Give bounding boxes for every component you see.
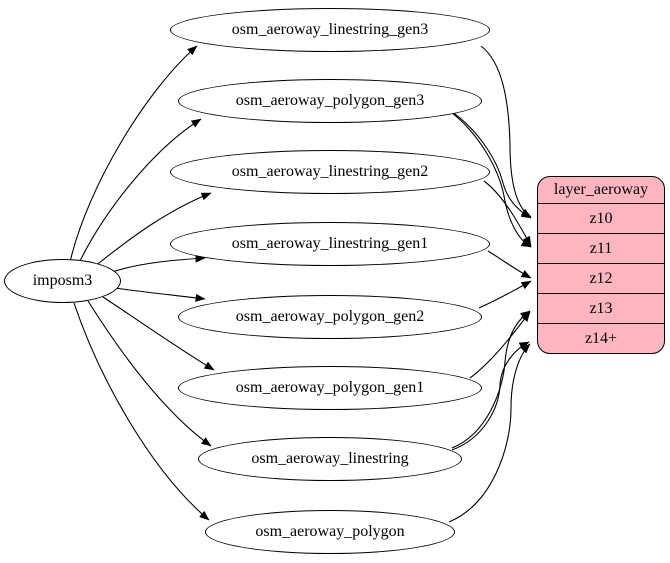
- node-osm-aeroway-polygon-gen2: osm_aeroway_polygon_gen2: [178, 295, 482, 339]
- node-osm-aeroway-linestring-gen1: osm_aeroway_linestring_gen1: [170, 222, 490, 266]
- node-osm-aeroway-polygon-gen1: osm_aeroway_polygon_gen1: [178, 366, 482, 410]
- layer-row-z14plus: z14+: [538, 323, 664, 353]
- layer-row-z13: z13: [538, 293, 664, 323]
- table-label: osm_aeroway_polygon: [255, 523, 405, 540]
- table-label: osm_aeroway_polygon_gen3: [235, 92, 425, 109]
- edge-osm_aeroway_polygon_gen3-to-layer_aeroway:z10: [451, 111, 532, 219]
- edge-imposm3-to-osm_aeroway_polygon: [73, 302, 210, 521]
- edge-imposm3-to-osm_aeroway_linestring: [87, 300, 212, 447]
- table-label: osm_aeroway_linestring: [251, 450, 409, 467]
- node-osm-aeroway-linestring: osm_aeroway_linestring: [198, 437, 462, 481]
- node-osm-aeroway-polygon: osm_aeroway_polygon: [205, 510, 455, 554]
- edge-osm_aeroway_linestring_gen2-to-layer_aeroway:z11: [483, 180, 532, 247]
- edge-imposm3-to-osm_aeroway_linestring_gen2: [93, 192, 212, 268]
- edge-osm_aeroway_polygon-to-layer_aeroway:z14+: [448, 343, 531, 523]
- node-osm-aeroway-polygon-gen3: osm_aeroway_polygon_gen3: [178, 79, 482, 123]
- table-label: osm_aeroway_linestring_gen3: [231, 21, 429, 38]
- zoom-level-label: z13: [589, 299, 613, 317]
- table-label: osm_aeroway_linestring_gen2: [231, 163, 429, 180]
- table-label: osm_aeroway_polygon_gen1: [235, 379, 425, 396]
- table-label: osm_aeroway_linestring_gen1: [231, 235, 429, 252]
- node-imposm3-label: imposm3: [32, 272, 93, 289]
- edge-imposm3-to-osm_aeroway_linestring_gen3: [69, 45, 198, 263]
- layer-row-z12: z12: [538, 263, 664, 293]
- edge-imposm3-to-osm_aeroway_polygon_gen2: [114, 287, 206, 302]
- table-label: osm_aeroway_polygon_gen2: [235, 308, 425, 325]
- edge-osm_aeroway_linestring_gen1-to-layer_aeroway:z12: [487, 250, 532, 279]
- node-layer-aeroway: layer_aeroway z10 z11 z12 z13 z14+: [537, 176, 665, 354]
- edge-osm_aeroway_linestring_gen3-to-layer_aeroway:z10: [480, 45, 532, 218]
- node-osm-aeroway-linestring-gen3: osm_aeroway_linestring_gen3: [170, 8, 490, 52]
- zoom-level-label: z14+: [584, 329, 618, 347]
- layer-title-row: layer_aeroway: [538, 177, 664, 203]
- zoom-level-label: z12: [589, 269, 613, 287]
- node-osm-aeroway-linestring-gen2: osm_aeroway_linestring_gen2: [170, 150, 490, 194]
- layer-row-z11: z11: [538, 233, 664, 263]
- edge-imposm3-to-osm_aeroway_linestring_gen1: [111, 254, 206, 273]
- edge-imposm3-to-osm_aeroway_polygon_gen1: [102, 296, 215, 371]
- layer-row-z10: z10: [538, 203, 664, 233]
- node-imposm3: imposm3: [4, 259, 121, 303]
- edge-osm_aeroway_linestring-to-layer_aeroway:z14+: [451, 341, 530, 451]
- layer-title: layer_aeroway: [553, 181, 649, 198]
- edge-osm_aeroway_polygon_gen2-to-layer_aeroway:z12: [478, 280, 532, 309]
- zoom-level-label: z10: [589, 209, 613, 227]
- edge-imposm3-to-osm_aeroway_polygon_gen3: [78, 118, 202, 264]
- edge-osm_aeroway_polygon_gen1-to-layer_aeroway:z13: [469, 311, 531, 379]
- zoom-level-label: z11: [589, 239, 613, 257]
- edge-osm_aeroway_polygon_gen3-to-layer_aeroway:z11: [451, 112, 532, 248]
